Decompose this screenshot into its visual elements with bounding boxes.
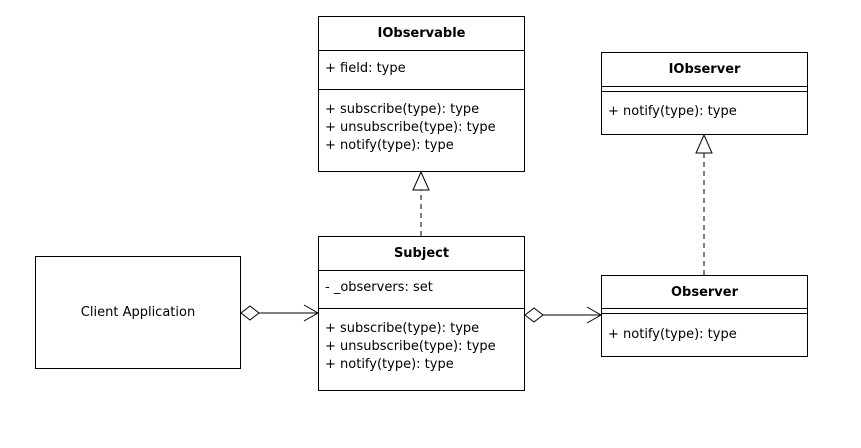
class-observer-fields: [602, 309, 807, 314]
realization-subject-iobservable-arrowhead: [412, 170, 430, 191]
class-observer-method: + notify(type): type: [608, 327, 737, 342]
class-iobservable-method: + unsubscribe(type): type: [325, 120, 496, 135]
class-iobserver-fields: [602, 87, 807, 92]
class-subject-method: + notify(type): type: [325, 357, 454, 372]
class-subject-field: - _observers: set: [325, 280, 433, 295]
class-subject-method: + unsubscribe(type): type: [325, 339, 496, 354]
class-subject-method: + subscribe(type): type: [325, 321, 480, 336]
class-iobserver: IObserver + notify(type): type: [601, 52, 808, 135]
class-iobserver-name: IObserver: [602, 53, 807, 87]
aggregation-subject-observer-diamond: [524, 307, 544, 323]
class-iobservable-method: + notify(type): type: [325, 138, 454, 153]
class-subject-fields: - _observers: set: [319, 271, 524, 309]
class-iobservable: IObservable + field: type + subscribe(ty…: [318, 16, 525, 172]
aggregation-client-subject-diamond: [240, 305, 260, 321]
class-observer: Observer + notify(type): type: [601, 275, 808, 357]
realization-observer-iobserver-arrowhead: [695, 133, 713, 154]
class-iobserver-methods: + notify(type): type: [602, 92, 807, 121]
class-subject-name: Subject: [319, 237, 524, 271]
class-iobservable-name: IObservable: [319, 17, 524, 51]
class-subject: Subject - _observers: set + subscribe(ty…: [318, 236, 525, 391]
class-iobservable-methods: + subscribe(type): type + unsubscribe(ty…: [319, 90, 524, 155]
class-observer-name: Observer: [602, 276, 807, 309]
class-iobserver-method: + notify(type): type: [608, 104, 737, 119]
class-iobservable-fields: + field: type: [319, 51, 524, 90]
class-iobservable-field: + field: type: [325, 61, 406, 76]
client-application-label: Client Application: [80, 305, 196, 320]
client-application-box: Client Application: [35, 256, 241, 369]
class-iobservable-method: + subscribe(type): type: [325, 102, 480, 117]
class-subject-methods: + subscribe(type): type + unsubscribe(ty…: [319, 309, 524, 374]
class-observer-methods: + notify(type): type: [602, 314, 807, 344]
